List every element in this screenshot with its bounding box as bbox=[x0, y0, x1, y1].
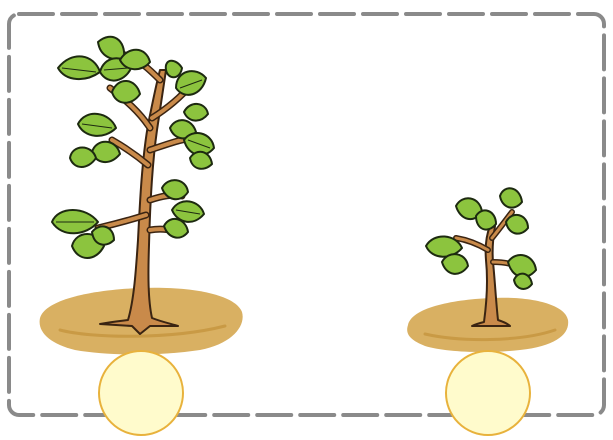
tree-leaves bbox=[51, 35, 215, 259]
tree-soil-shade bbox=[58, 324, 227, 338]
frame-outline bbox=[7, 12, 606, 417]
tree-trunk bbox=[99, 69, 179, 335]
answer-circle-left[interactable] bbox=[98, 350, 184, 436]
sapling-leaves bbox=[425, 187, 537, 290]
tree-leaf-veins bbox=[56, 67, 211, 223]
answer-circle-right[interactable] bbox=[445, 350, 531, 436]
sapling-soil-shade bbox=[423, 328, 557, 342]
